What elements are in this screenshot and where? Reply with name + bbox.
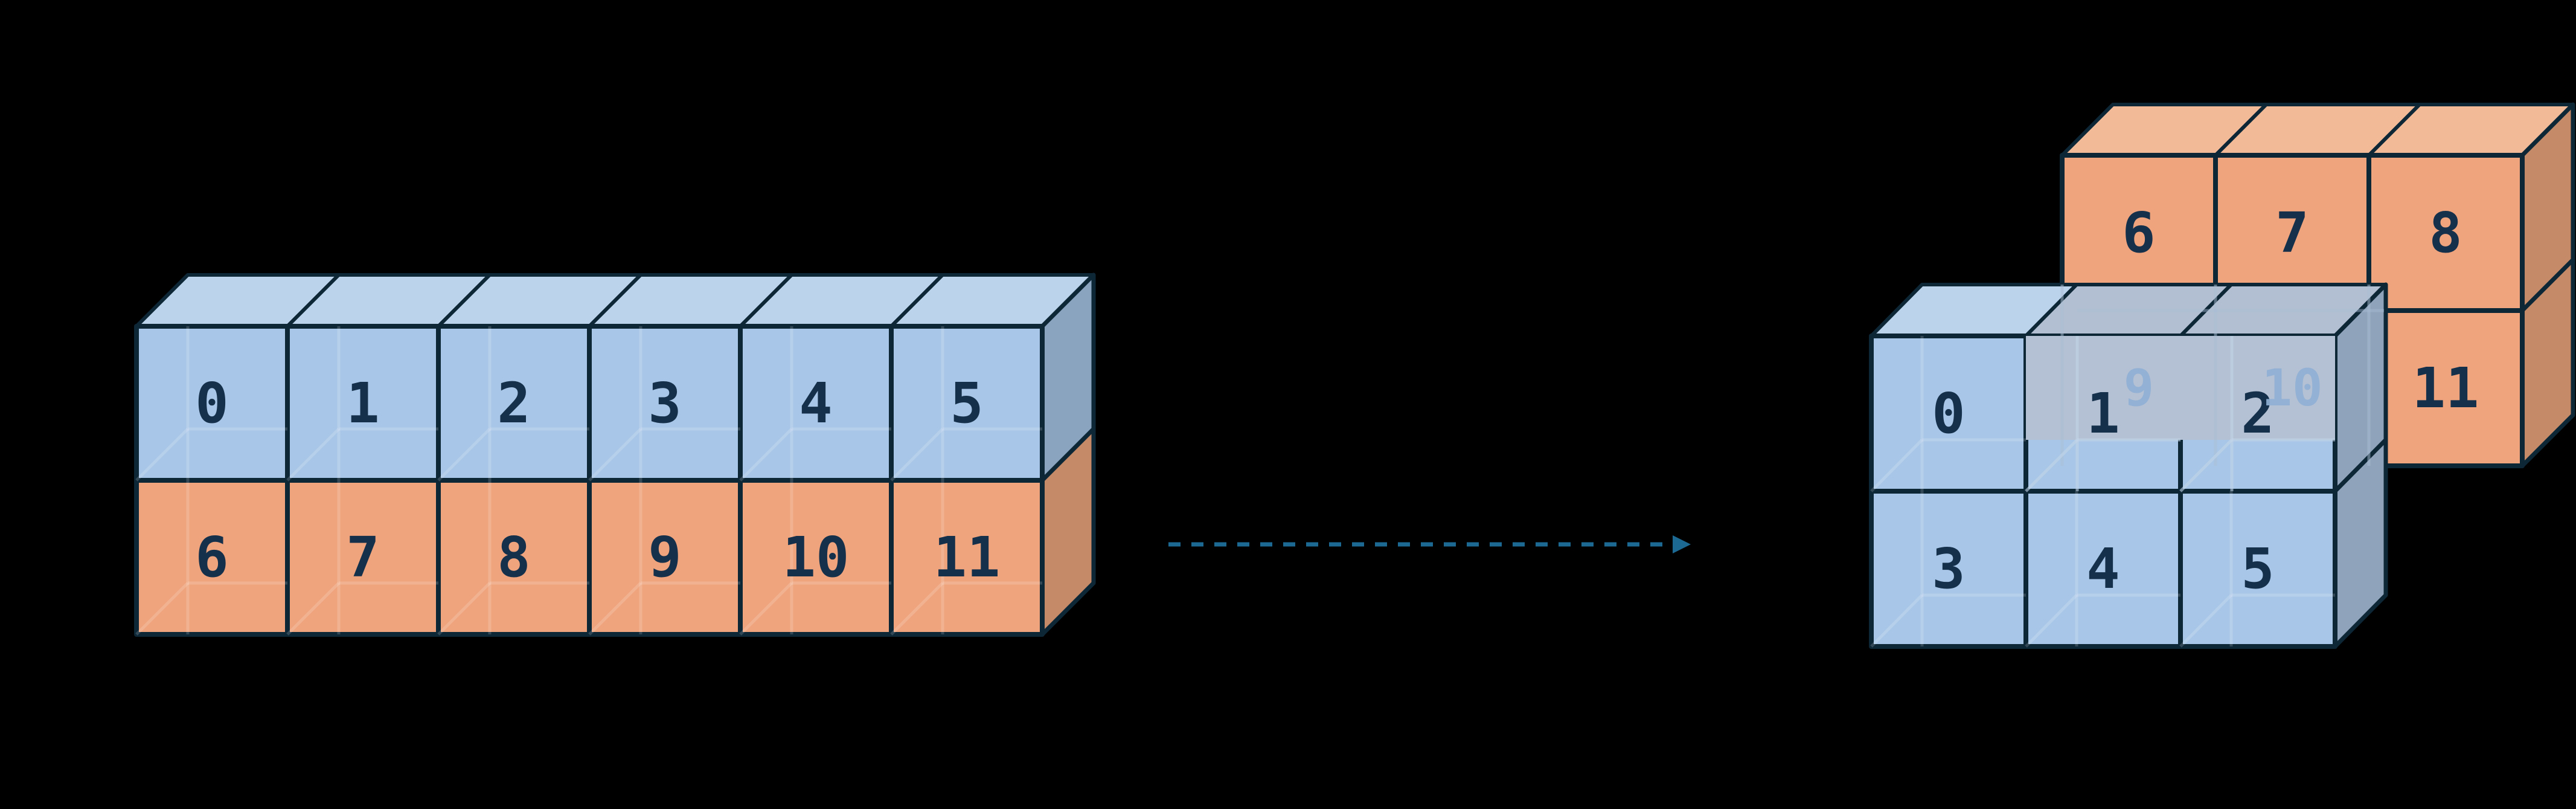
flat-array-2x6-label-3: 3 [648, 371, 681, 436]
flat-array-2x6-cell-r0c1 [285, 324, 441, 483]
flat-array-2x6-label-0: 0 [195, 371, 228, 436]
reshape-arrow [1168, 535, 1691, 553]
flat-array-2x6-label-7: 7 [346, 525, 379, 590]
reshaped-back-layer-2x3-label-11: 11 [2412, 356, 2479, 421]
flat-array-2x6-hidden-back-edges-r0c2 [437, 326, 589, 482]
flat-array-2x6-label-8: 8 [497, 525, 530, 590]
reshaped-front-layer-2x3-label-2: 2 [2241, 381, 2274, 446]
flat-array-2x6-cell-r1c2 [436, 478, 592, 637]
ghost-label-10: 10 [2261, 358, 2322, 417]
reshaped-back-layer-2x3-label-6: 6 [2122, 201, 2155, 265]
reshaped-front-layer-2x3-label-3: 3 [1932, 537, 1965, 601]
flat-array-2x6-cell-r1c3 [587, 478, 743, 637]
reshaped-front-layer-2x3-label-4: 4 [2086, 537, 2119, 601]
flat-array-2x6-hidden-back-edges-r0c4 [739, 326, 891, 482]
flat-array-2x6-hidden-back-edges-r0c3 [588, 326, 740, 482]
flat-array-2x6-label-4: 4 [799, 371, 832, 436]
flat-array-2x6-cell-r1c5 [889, 478, 1045, 637]
flat-array-2x6-cell-r1c1 [285, 478, 441, 637]
reshaped-front-layer-2x3: 0 1 2 3 4 5 [1869, 282, 2388, 649]
flat-array-2x6-hidden-back-edges-r1c1 [286, 480, 438, 636]
reshaped-back-layer-2x3-label-8: 8 [2429, 201, 2462, 265]
flat-array-2x6-hidden-back-edges-r1c3 [588, 480, 740, 636]
flat-array-2x6-hidden-back-edges-r1c0 [135, 480, 287, 636]
transparency-ghost-overlays: 9 10 [2025, 285, 2384, 492]
flat-array-2x6-label-1: 1 [346, 371, 379, 436]
reshaped-front-layer-2x3-hidden-back-edges-r1c2 [2179, 491, 2335, 648]
reshaped-back-layer-2x3-label-7: 7 [2275, 201, 2308, 265]
flat-array-2x6-hidden-back-edges-r0c5 [890, 326, 1042, 482]
cube-2-hidden-bottom-diagonal [2179, 439, 2233, 492]
flat-array-2x6-hidden-back-edges-r0c0 [135, 326, 287, 482]
cube-1-hidden-bottom-diagonal [2025, 439, 2078, 492]
flat-array-2x6-hidden-back-edges-r0c1 [286, 326, 438, 482]
flat-array-2x6: 0 1 2 3 4 5 6 7 8 9 10 11 [134, 272, 1096, 637]
flat-array-2x6-label-2: 2 [497, 371, 530, 436]
flat-array-2x6-label-10: 10 [783, 525, 850, 590]
reshaped-front-layer-2x3-hidden-back-edges-r1c1 [2025, 491, 2180, 648]
cube-1-transparency-tint [2026, 336, 2180, 440]
ghost-label-9: 9 [2124, 358, 2155, 417]
flat-array-2x6-label-5: 5 [950, 371, 983, 436]
flat-array-2x6-hidden-back-edges-r1c4 [739, 480, 891, 636]
flat-array-2x6-cell-r1c0 [134, 478, 290, 637]
reshaped-back-layer-2x3-cell-r0c2 [2366, 153, 2525, 313]
reshaped-front-layer-2x3-hidden-back-edges-r1c0 [1870, 491, 2026, 648]
flat-array-2x6-cell-r0c5 [889, 324, 1045, 483]
flat-array-2x6-hidden-back-edges-r1c2 [437, 480, 589, 636]
flat-array-2x6-label-6: 6 [195, 525, 228, 590]
cube-2-transparency-tint [2180, 336, 2335, 440]
flat-array-2x6-label-9: 9 [648, 525, 681, 590]
reshape-arrow-head [1673, 535, 1691, 553]
flat-array-2x6-hidden-back-edges-r1c5 [890, 480, 1042, 636]
reshaped-front-layer-2x3-label-1: 1 [2086, 381, 2119, 446]
flat-array-2x6-label-11: 11 [934, 525, 1001, 590]
reshaped-front-layer-2x3-hidden-back-edges-r0c0 [1870, 336, 2026, 492]
reshaped-front-layer-2x3-label-0: 0 [1932, 381, 1965, 446]
reshaped-front-layer-2x3-cell-r1c2 [2178, 489, 2337, 649]
reshaped-front-layer-2x3-label-5: 5 [2241, 537, 2274, 601]
